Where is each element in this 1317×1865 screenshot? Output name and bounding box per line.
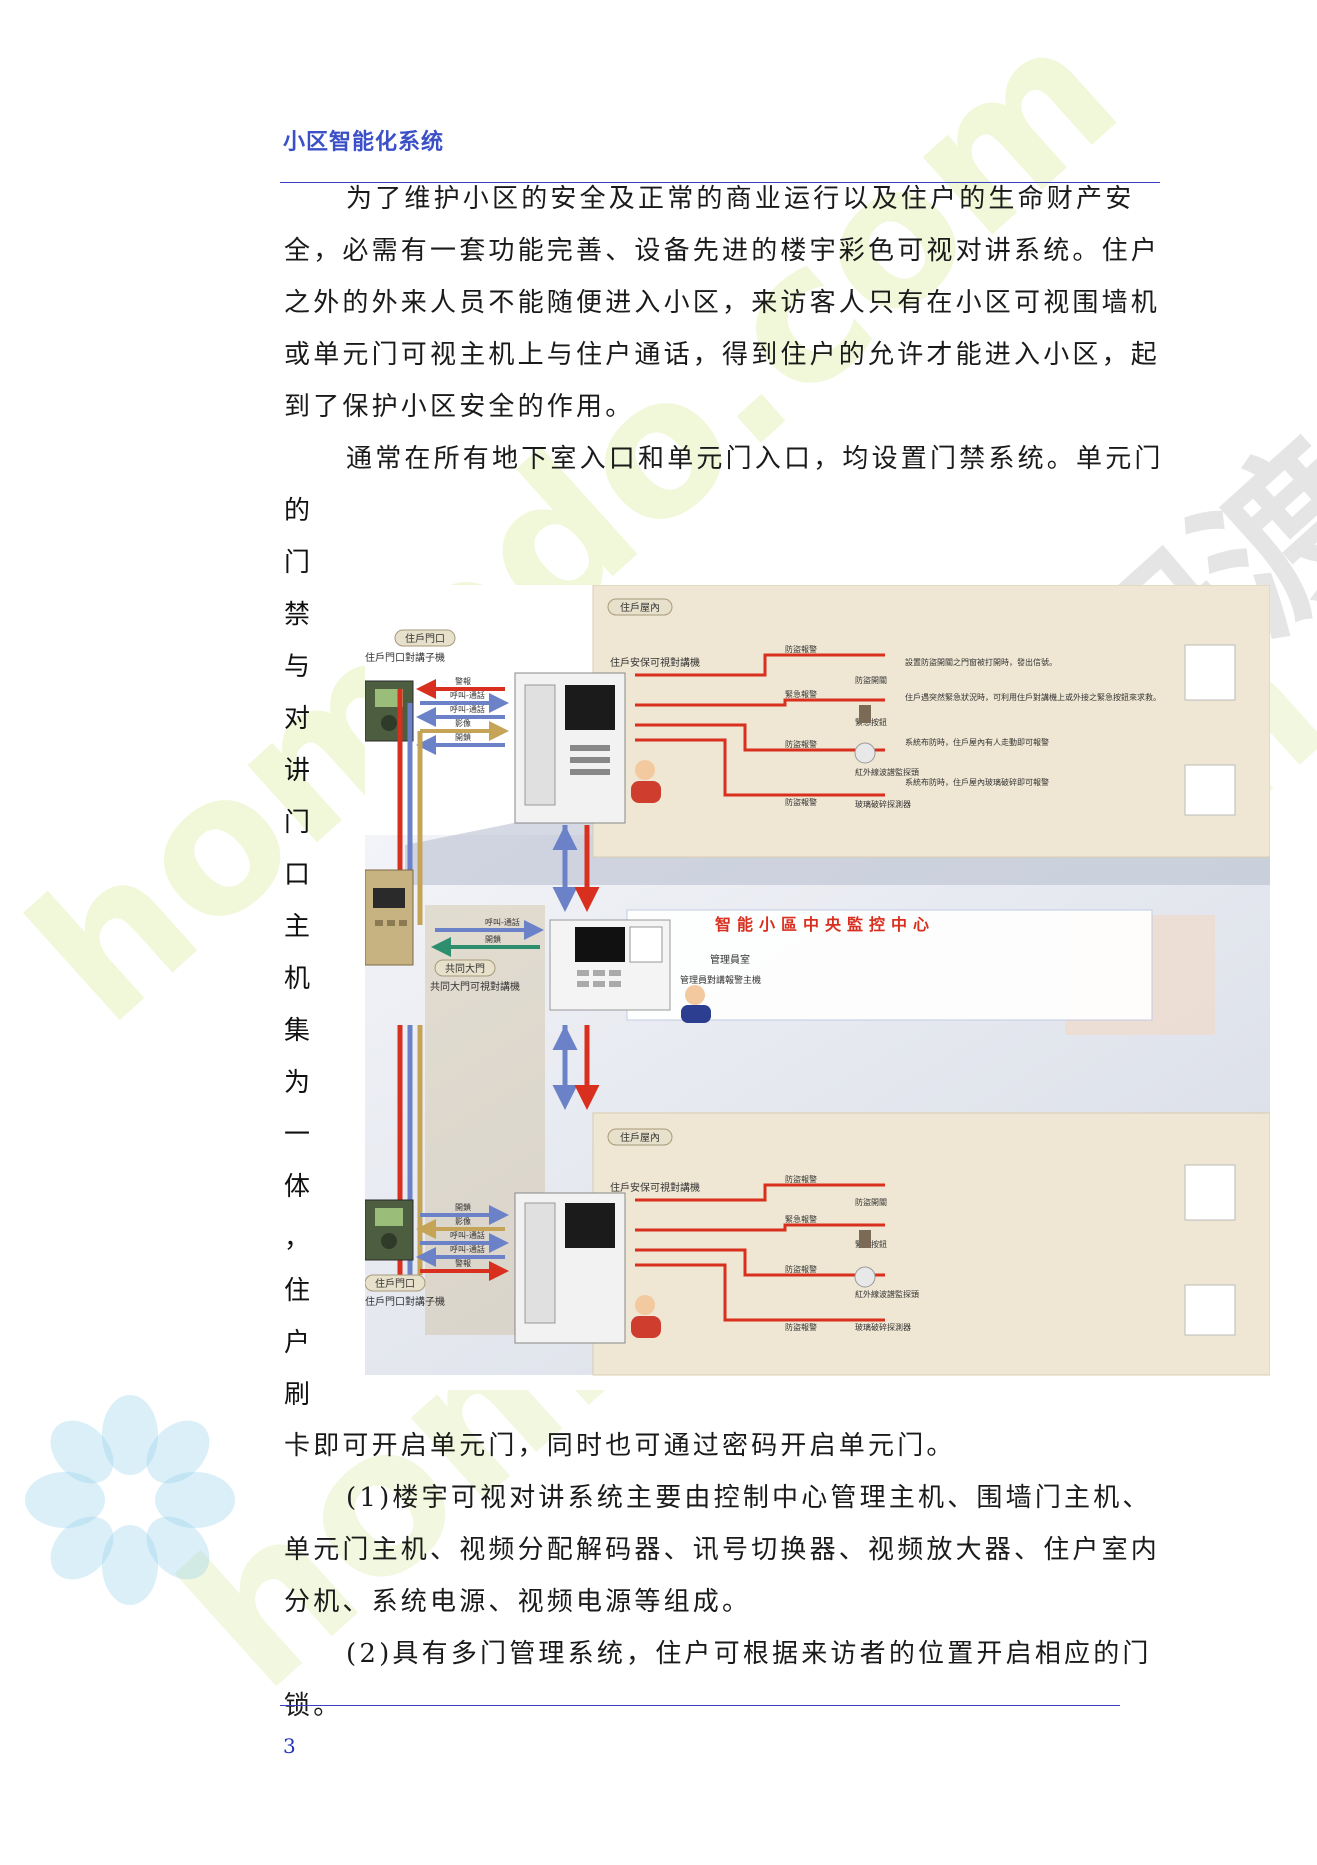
svg-text:防盜報警: 防盜報警	[785, 1174, 817, 1184]
admin-room-tag: 管理員室	[710, 953, 750, 966]
vertical-char: 口	[284, 860, 311, 890]
svg-text:呼叫-通話: 呼叫-通話	[450, 690, 485, 700]
vertical-char: 禁	[284, 600, 311, 630]
vertical-char: 门	[284, 548, 311, 578]
vertical-char: 住	[284, 1276, 311, 1306]
vertical-char: ，	[284, 1224, 311, 1254]
svg-text:防盜報警: 防盜報警	[785, 1264, 817, 1274]
console-label: 管理員對講報警主機	[680, 974, 761, 986]
svg-text:開鎖: 開鎖	[455, 732, 471, 742]
paragraph-access-end: 卡即可开启单元门，同时也可通过密码开启单元门。	[284, 1431, 956, 1461]
resident-person-icon-bottom	[631, 1295, 661, 1338]
svg-text:紅外線波譜監探頭: 紅外線波譜監探頭	[855, 767, 919, 777]
watermark-flower-icon	[25, 1395, 235, 1605]
svg-text:住戶門口對講子機: 住戶門口對講子機	[365, 651, 445, 664]
paragraph-intro: 为了维护小区的安全及正常的商业运行以及住户的生命财产安全，必需有一套功能完善、设…	[284, 184, 1161, 422]
vertical-char: 户	[284, 1328, 311, 1358]
vertical-char: 门	[284, 808, 311, 838]
svg-text:防盜報警: 防盜報警	[785, 644, 817, 654]
svg-text:住戶門口: 住戶門口	[405, 632, 445, 645]
svg-text:緊急報警: 緊急報警	[785, 1214, 817, 1224]
top-panel-tag: 住戶屋內	[607, 598, 673, 616]
resident-person-icon-top	[631, 760, 661, 803]
vertical-char: 体	[284, 1172, 311, 1202]
svg-text:防盜開關: 防盜開關	[855, 675, 887, 685]
svg-text:設置防盜開關之門窗被打開時，發出信號。: 設置防盜開關之門窗被打開時，發出信號。	[905, 657, 1057, 667]
svg-text:紅外線波譜監探頭: 紅外線波譜監探頭	[855, 1289, 919, 1299]
header-title: 小区智能化系统	[283, 130, 445, 155]
svg-text:呼叫-通話: 呼叫-通話	[450, 1230, 485, 1240]
management-console	[549, 919, 671, 1011]
svg-text:開鎖: 開鎖	[455, 1202, 471, 1212]
vertical-char: 主	[284, 912, 311, 942]
svg-text:系統布防時，住戶屋內有人走動即可報警: 系統布防時，住戶屋內有人走動即可報警	[905, 737, 1049, 747]
svg-text:玻璃破碎探測器: 玻璃破碎探測器	[855, 799, 911, 809]
svg-text:緊急報警: 緊急報警	[785, 689, 817, 699]
bottom-indoor-monitor	[514, 1192, 626, 1344]
paragraph-multi-door: (2)具有多门管理系统，住户可根据来访者的位置开启相应的门锁。	[284, 1639, 1152, 1721]
center-monitoring-panel	[626, 909, 1153, 1021]
footer-divider	[280, 1705, 1120, 1706]
svg-text:防盜報警: 防盜報警	[785, 797, 817, 807]
vertical-char: 一	[284, 1120, 311, 1150]
intercom-system-diagram: 住戶屋內 住戶安保可視對講機 住戶屋內 住戶安保可視對講機 住戶門口 住戶門口對…	[365, 585, 1270, 1390]
bottom-residence-panel	[592, 1112, 1270, 1376]
svg-text:住戶門口: 住戶門口	[375, 1277, 415, 1290]
svg-text:住戶屋內: 住戶屋內	[620, 1131, 660, 1144]
svg-text:共同大門可視對講機: 共同大門可視對講機	[430, 980, 520, 993]
vertical-char: 讲	[284, 756, 311, 786]
central-monitoring-title: 智能小區中央監控中心	[715, 915, 935, 934]
vertical-char: 的	[284, 496, 311, 526]
svg-text:開鎖: 開鎖	[485, 934, 501, 944]
bottom-panel-tag: 住戶屋內	[607, 1128, 673, 1146]
top-door-intercom: 住戶門口 住戶門口對講子機	[365, 629, 456, 742]
bottom-unit-label: 住戶安保可視對講機	[610, 1181, 700, 1194]
page-number: 3	[283, 1734, 296, 1758]
svg-text:住戶門口對講子機: 住戶門口對講子機	[365, 1295, 445, 1308]
vertical-char: 集	[284, 1016, 311, 1046]
top-unit-label: 住戶安保可視對講機	[610, 656, 700, 669]
svg-text:系統布防時，住戶屋內玻璃破碎即可報警: 系統布防時，住戶屋內玻璃破碎即可報警	[905, 777, 1049, 787]
top-panel-tag-text: 住戶屋內	[620, 601, 660, 614]
svg-text:警報: 警報	[455, 676, 471, 686]
administrator-person-icon	[681, 985, 711, 1023]
paragraph-access-first-line: 通常在所有地下室入口和单元门入口，均设置门禁系统。单元门	[346, 444, 1164, 474]
vertical-char: 与	[284, 652, 311, 682]
svg-text:住戶遇突然緊急狀況時，可利用住戶對講機上或外接之緊急按鈕來求: 住戶遇突然緊急狀況時，可利用住戶對講機上或外接之緊急按鈕來求救。	[905, 692, 1161, 702]
svg-text:呼叫-通話: 呼叫-通話	[485, 917, 520, 927]
svg-text:影像: 影像	[455, 718, 471, 728]
svg-text:防盜報警: 防盜報警	[785, 739, 817, 749]
vertical-char: 为	[284, 1068, 311, 1098]
paragraph-access-vertical-text: 的 门 禁 与 对 讲 门 口 主 机 集 为 一 体 ， 住 户 刷	[284, 485, 314, 1421]
svg-text:影像: 影像	[455, 1216, 471, 1226]
svg-text:防盜開關: 防盜開關	[855, 1197, 887, 1207]
vertical-char: 机	[284, 964, 311, 994]
svg-text:共同大門: 共同大門	[445, 962, 485, 975]
paragraph-system-components: (1)楼宇可视对讲系统主要由控制中心管理主机、围墙门主机、单元门主机、视频分配解…	[284, 1483, 1161, 1617]
vertical-char: 对	[284, 704, 311, 734]
svg-text:呼叫-通話: 呼叫-通話	[450, 1244, 485, 1254]
common-gate-intercom: 共同大門 共同大門可視對講機	[365, 869, 520, 993]
svg-text:警報: 警報	[455, 1258, 471, 1268]
svg-text:呼叫-通話: 呼叫-通話	[450, 704, 485, 714]
vertical-char: 刷	[284, 1380, 311, 1410]
header-divider	[280, 182, 1160, 183]
svg-text:防盜報警: 防盜報警	[785, 1322, 817, 1332]
top-residence-panel	[592, 585, 1270, 858]
bottom-door-intercom: 住戶門口 住戶門口對講子機	[365, 1199, 445, 1308]
top-indoor-monitor	[514, 672, 626, 824]
svg-text:玻璃破碎探測器: 玻璃破碎探測器	[855, 1322, 911, 1332]
